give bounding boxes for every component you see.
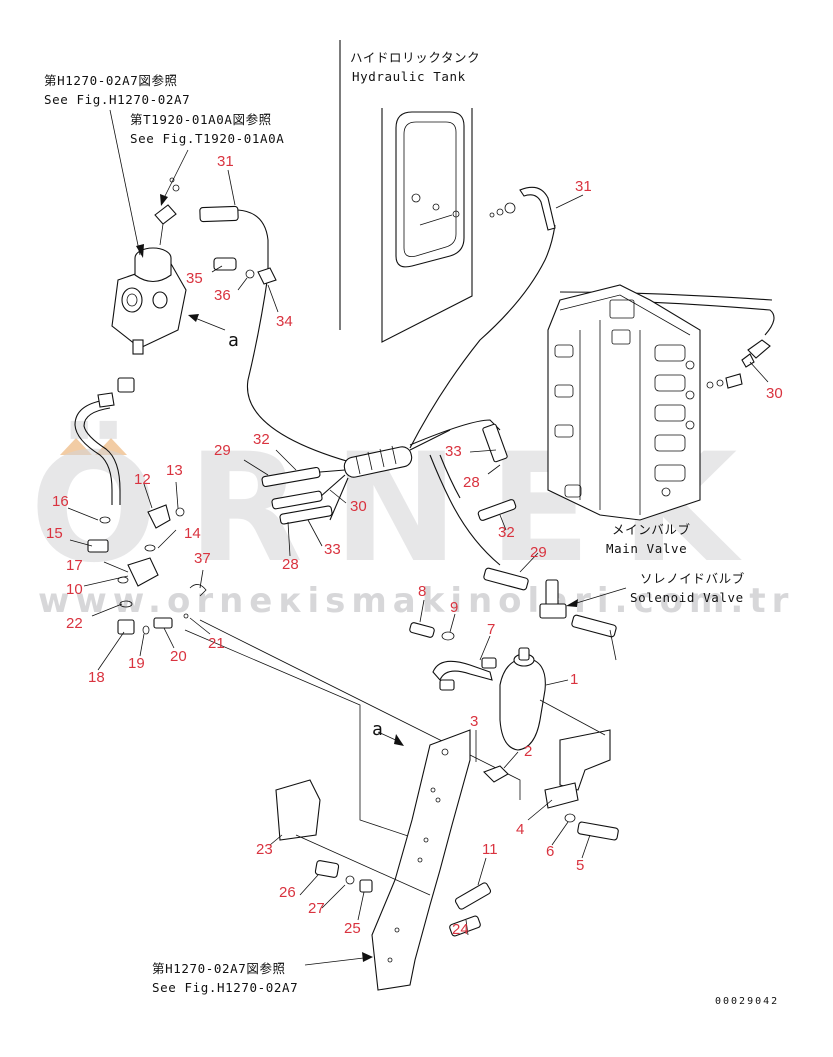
callout-16: 16 xyxy=(52,493,69,510)
callout-31: 31 xyxy=(575,178,592,195)
ref-note-top2-jp: 第T1920-01A0A図参照 xyxy=(130,112,272,127)
watermark-url: www.orneкismakinolari.com.tr xyxy=(38,581,794,621)
callout-1: 1 xyxy=(570,671,578,688)
accumulator-assembly xyxy=(409,622,619,841)
callout-28: 28 xyxy=(282,556,299,573)
callout-15: 15 xyxy=(46,525,63,542)
solenoid-label-en: Solenoid Valve xyxy=(630,590,744,605)
callout-30: 30 xyxy=(350,498,367,515)
solenoid-valve xyxy=(539,579,627,661)
callout-35: 35 xyxy=(186,270,203,287)
hydraulic-tank xyxy=(339,40,473,343)
main-valve-label-en: Main Valve xyxy=(606,541,687,556)
tank-label-jp: ハイドロリックタンク xyxy=(350,50,480,65)
ref-note-bottom-jp: 第H1270-02A7図参照 xyxy=(152,961,286,976)
mounting-plate xyxy=(275,729,492,991)
callout-33: 33 xyxy=(324,541,341,558)
callout-8: 8 xyxy=(418,583,426,600)
callout-29: 29 xyxy=(214,442,231,459)
solenoid-label-jp: ソレノイドバルブ xyxy=(640,571,745,586)
ref-note-top1-en: See Fig.H1270-02A7 xyxy=(44,92,190,107)
ref-note-top2-en: See Fig.T1920-01A0A xyxy=(130,131,284,146)
callout-18: 18 xyxy=(88,669,105,686)
callout-12: 12 xyxy=(134,471,151,488)
ref-note-bottom-en: See Fig.H1270-02A7 xyxy=(152,980,298,995)
view-a-label-lower: a xyxy=(372,719,383,740)
watermark-triangle-mid xyxy=(95,438,127,455)
callout-17: 17 xyxy=(66,557,83,574)
small-fittings xyxy=(87,257,277,635)
pilot-valve xyxy=(111,177,187,355)
callout-2: 2 xyxy=(524,743,532,760)
callout-6: 6 xyxy=(546,843,554,860)
callout-30: 30 xyxy=(766,385,783,402)
callout-32: 32 xyxy=(498,524,515,541)
callout-24: 24 xyxy=(452,921,469,938)
reference-notes: 第H1270-02A7図参照 See Fig.H1270-02A7 第T1920… xyxy=(44,50,779,1007)
callout-27: 27 xyxy=(308,900,325,917)
callout-25: 25 xyxy=(344,920,361,937)
main-valve-label-jp: メインバルブ xyxy=(612,522,691,537)
callout-leaders xyxy=(67,169,769,936)
callout-21: 21 xyxy=(208,635,225,652)
callout-28: 28 xyxy=(463,474,480,491)
callout-33: 33 xyxy=(445,443,462,460)
callout-5: 5 xyxy=(576,857,584,874)
callout-20: 20 xyxy=(170,648,187,665)
callout-31: 31 xyxy=(217,153,234,170)
callout-10: 10 xyxy=(66,581,83,598)
ref-leader-2 xyxy=(162,149,189,201)
callout-32: 32 xyxy=(253,431,270,448)
callout-9: 9 xyxy=(450,599,458,616)
drawing-number: 00029042 xyxy=(715,996,779,1007)
tank-label-en: Hydraulic Tank xyxy=(352,69,466,84)
view-a-label-upper: a xyxy=(228,330,239,351)
callout-34: 34 xyxy=(276,313,293,330)
callout-14: 14 xyxy=(184,525,201,542)
callout-22: 22 xyxy=(66,615,83,632)
ref-note-top1-jp: 第H1270-02A7図参照 xyxy=(44,73,178,88)
main-valve xyxy=(547,284,743,521)
callout-36: 36 xyxy=(214,287,231,304)
callout-26: 26 xyxy=(279,884,296,901)
callout-37: 37 xyxy=(194,550,211,567)
callout-4: 4 xyxy=(516,821,524,838)
callout-29: 29 xyxy=(530,544,547,561)
callout-7: 7 xyxy=(487,621,495,638)
callout-23: 23 xyxy=(256,841,273,858)
callout-13: 13 xyxy=(166,462,183,479)
callout-19: 19 xyxy=(128,655,145,672)
callout-3: 3 xyxy=(470,713,478,730)
callout-11: 11 xyxy=(482,841,498,858)
ref-leader-1 xyxy=(109,109,141,256)
watermark-triangle-left xyxy=(60,438,92,455)
short-hoses xyxy=(261,423,529,591)
callout-numbers: 31 31 35 36 34 30 29 32 33 28 13 12 16 1… xyxy=(46,153,783,938)
